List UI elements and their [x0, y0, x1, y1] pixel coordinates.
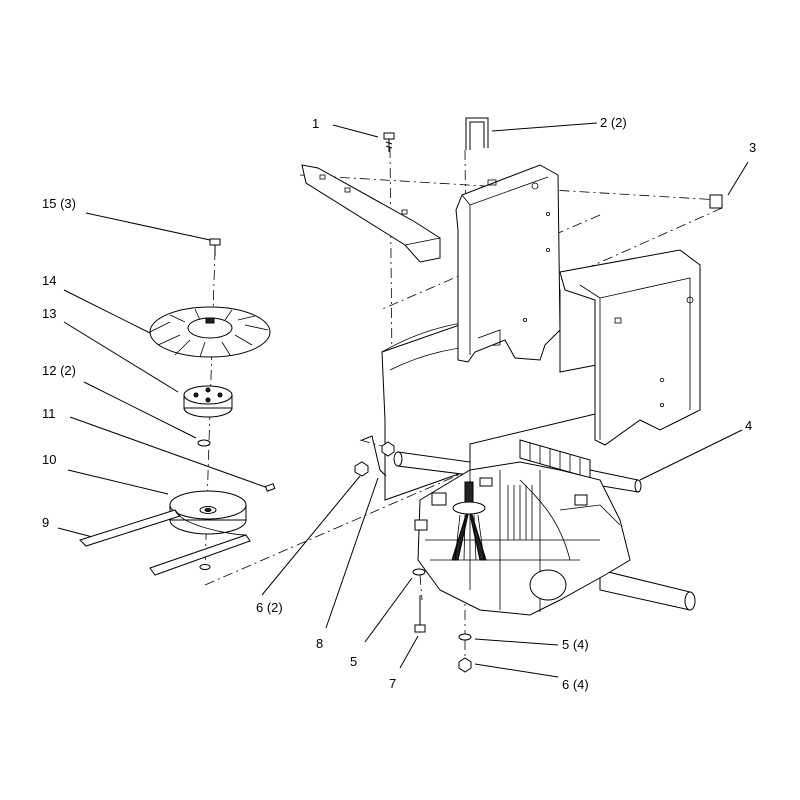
callout-7: 7 — [389, 676, 396, 691]
washer — [199, 564, 211, 570]
callout-12: 12 (2) — [42, 363, 76, 378]
callout-2: 2 (2) — [600, 115, 627, 130]
callout-5b: 5 (4) — [562, 637, 589, 652]
input-shaft — [464, 481, 474, 505]
cooling-fan — [149, 306, 271, 358]
bolt — [414, 595, 426, 633]
pulley-hub — [183, 385, 233, 418]
right-axle — [599, 569, 691, 611]
callout-6a: 6 (2) — [256, 600, 283, 615]
key — [264, 483, 276, 492]
screw — [209, 238, 221, 256]
hardware — [354, 435, 472, 673]
callout-14: 14 — [42, 273, 56, 288]
callout-9: 9 — [42, 515, 49, 530]
nut — [381, 441, 395, 457]
rod — [361, 435, 387, 477]
callout-13: 13 — [42, 306, 56, 321]
right-frame-bracket — [559, 249, 701, 446]
callout-4: 4 — [745, 418, 752, 433]
drive-belt — [79, 509, 251, 576]
left-frame-bracket — [455, 164, 561, 363]
washer — [197, 439, 211, 447]
callout-6b: 6 (4) — [562, 677, 589, 692]
callout-10: 10 — [42, 452, 56, 467]
frame-plate — [381, 289, 613, 501]
decal — [709, 194, 723, 209]
callout-1: 1 — [312, 116, 319, 131]
frame-assembly — [301, 117, 723, 501]
washer — [412, 568, 426, 576]
nut — [458, 657, 472, 673]
callout-3: 3 — [749, 140, 756, 155]
callout-15: 15 (3) — [42, 196, 76, 211]
upper-angle-bracket — [301, 164, 441, 263]
washer — [458, 633, 472, 641]
callout-5a: 5 — [350, 654, 357, 669]
leader-lines — [57, 122, 749, 678]
callout-labels: 1 2 (2) 3 4 5 5 (4) 6 (2) 6 (4) 7 8 9 10… — [42, 115, 756, 692]
drive-pulley — [169, 490, 247, 535]
transaxle-assembly — [393, 439, 696, 616]
input-fan — [451, 501, 487, 561]
callout-11: 11 — [42, 406, 56, 421]
transaxle-housing — [417, 461, 631, 616]
callout-8: 8 — [316, 636, 323, 651]
nut — [354, 461, 369, 477]
pulley-fan-stack — [79, 238, 276, 576]
j-hook — [465, 117, 489, 150]
bolt — [383, 132, 395, 152]
